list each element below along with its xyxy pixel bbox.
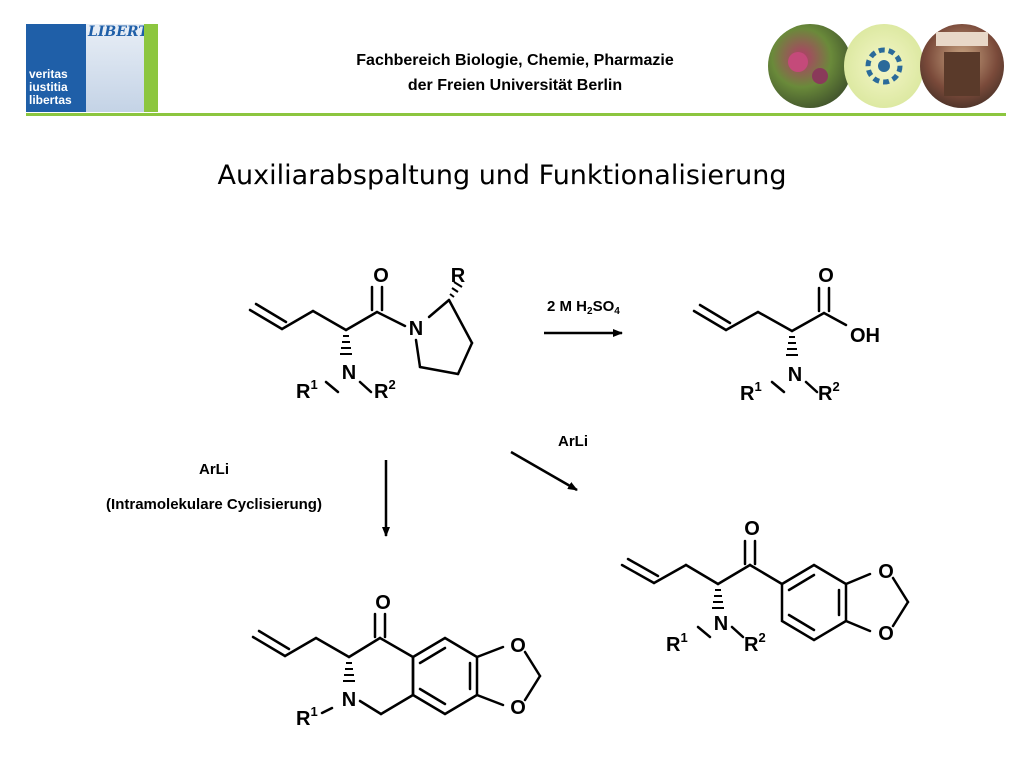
department-title-line2: der Freien Universität Berlin [407,77,623,94]
fu-berlin-logo: LIBERT veritas iustitia libertas [26,24,158,112]
stereo-hash-sm-r [449,281,463,298]
header-photo-collage [768,24,1004,108]
ketone-dioxole-o-top: O [878,561,894,583]
reagent-arli-left: ArLi [199,461,229,478]
department-title-line1: Fachbereich Biologie, Chemie, Pharmazie [356,52,674,69]
isoq-r1-r: R [296,708,311,730]
photo-chemistry-molecule [865,47,903,85]
logo-motto-3: libertas [29,93,72,107]
isoq-carbonyl-o: O [375,592,391,614]
ketone-carbonyl-o: O [744,518,760,540]
stereo-hash-ketone [712,589,724,609]
ketone-r2-sup: 2 [758,630,765,645]
sm-r1: R1 [296,377,318,403]
photo-biology-flower [788,52,808,72]
product-carboxylic-acid [692,286,848,394]
acid-r2: R2 [818,379,840,405]
department-title: Fachbereich Biologie, Chemie, Pharmazie … [250,48,780,98]
slide-title: Auxiliarabspaltung und Funktionalisierun… [217,160,787,191]
sm-r2: R2 [374,377,396,403]
ketone-r1-sup: 1 [680,630,687,645]
isoq-r1: R1 [296,704,318,730]
acid-carbonyl-o: O [818,265,834,287]
ketone-r2: R2 [744,630,766,656]
logo-motto: veritas iustitia libertas [29,68,72,107]
ketone-r2-r: R [744,634,759,656]
sm-r1-r: R [296,381,311,403]
logo-motto-1: veritas [29,67,68,81]
arrow-arli-ketone [510,450,578,492]
sm-r-substituent: R [451,265,466,287]
isoq-dioxole-o-bottom: O [510,697,526,719]
sm-r2-sup: 2 [388,377,395,392]
reagent-acid-sub4: 4 [614,306,620,317]
photo-biology-flower-2 [812,68,828,84]
isoq-r1-sup: 1 [310,704,317,719]
ketone-dioxole-o-bottom: O [878,623,894,645]
acid-r1-sup: 1 [754,379,761,394]
stereo-hash-acid [786,336,798,356]
product-aryl-ketone [620,539,910,642]
logo-stamp: LIBERT [86,24,149,112]
photo-chemistry-core [878,60,890,72]
isoq-dioxole-o-top: O [510,635,526,657]
sm-carbonyl-o: O [373,265,389,287]
reagent-arli-left-note: (Intramolekulare Cyclisierung) [106,496,322,513]
acid-r1-r: R [740,383,755,405]
acid-hydroxyl: OH [850,325,880,347]
logo-stamp-text: LIBERT [88,24,149,40]
acid-r1: R1 [740,379,762,405]
sm-amine-n: N [342,362,356,384]
ketone-r1: R1 [666,630,688,656]
sm-amide-n: N [409,318,423,340]
reagent-sulfuric-acid: 2 M H2SO4 [547,298,620,317]
sm-r1-sup: 1 [310,377,317,392]
reagent-acid-sub2: 2 [587,306,593,317]
acid-amine-n: N [788,364,802,386]
starting-material [248,285,474,394]
isoq-ring-n: N [342,689,356,711]
reagent-acid-mid: SO [593,298,615,315]
product-isoquinolinone [251,612,542,716]
photo-pharmacy-cabinet [944,52,980,96]
ketone-r1-r: R [666,634,681,656]
photo-pharmacy-shelf [936,32,988,46]
acid-r2-r: R [818,383,833,405]
sm-r2-r: R [374,381,389,403]
stereo-hash-isoquinolinone [343,662,355,682]
acid-r2-sup: 2 [832,379,839,394]
header-divider [26,113,1006,116]
reagent-acid-pre: 2 M H [547,298,587,315]
logo-motto-2: iustitia [29,80,68,94]
photo-biology [768,24,852,108]
logo-green-bar [144,24,158,112]
ketone-amine-n: N [714,613,728,635]
reagent-arli-right: ArLi [558,433,588,450]
stereo-hash-sm-n [340,335,352,355]
